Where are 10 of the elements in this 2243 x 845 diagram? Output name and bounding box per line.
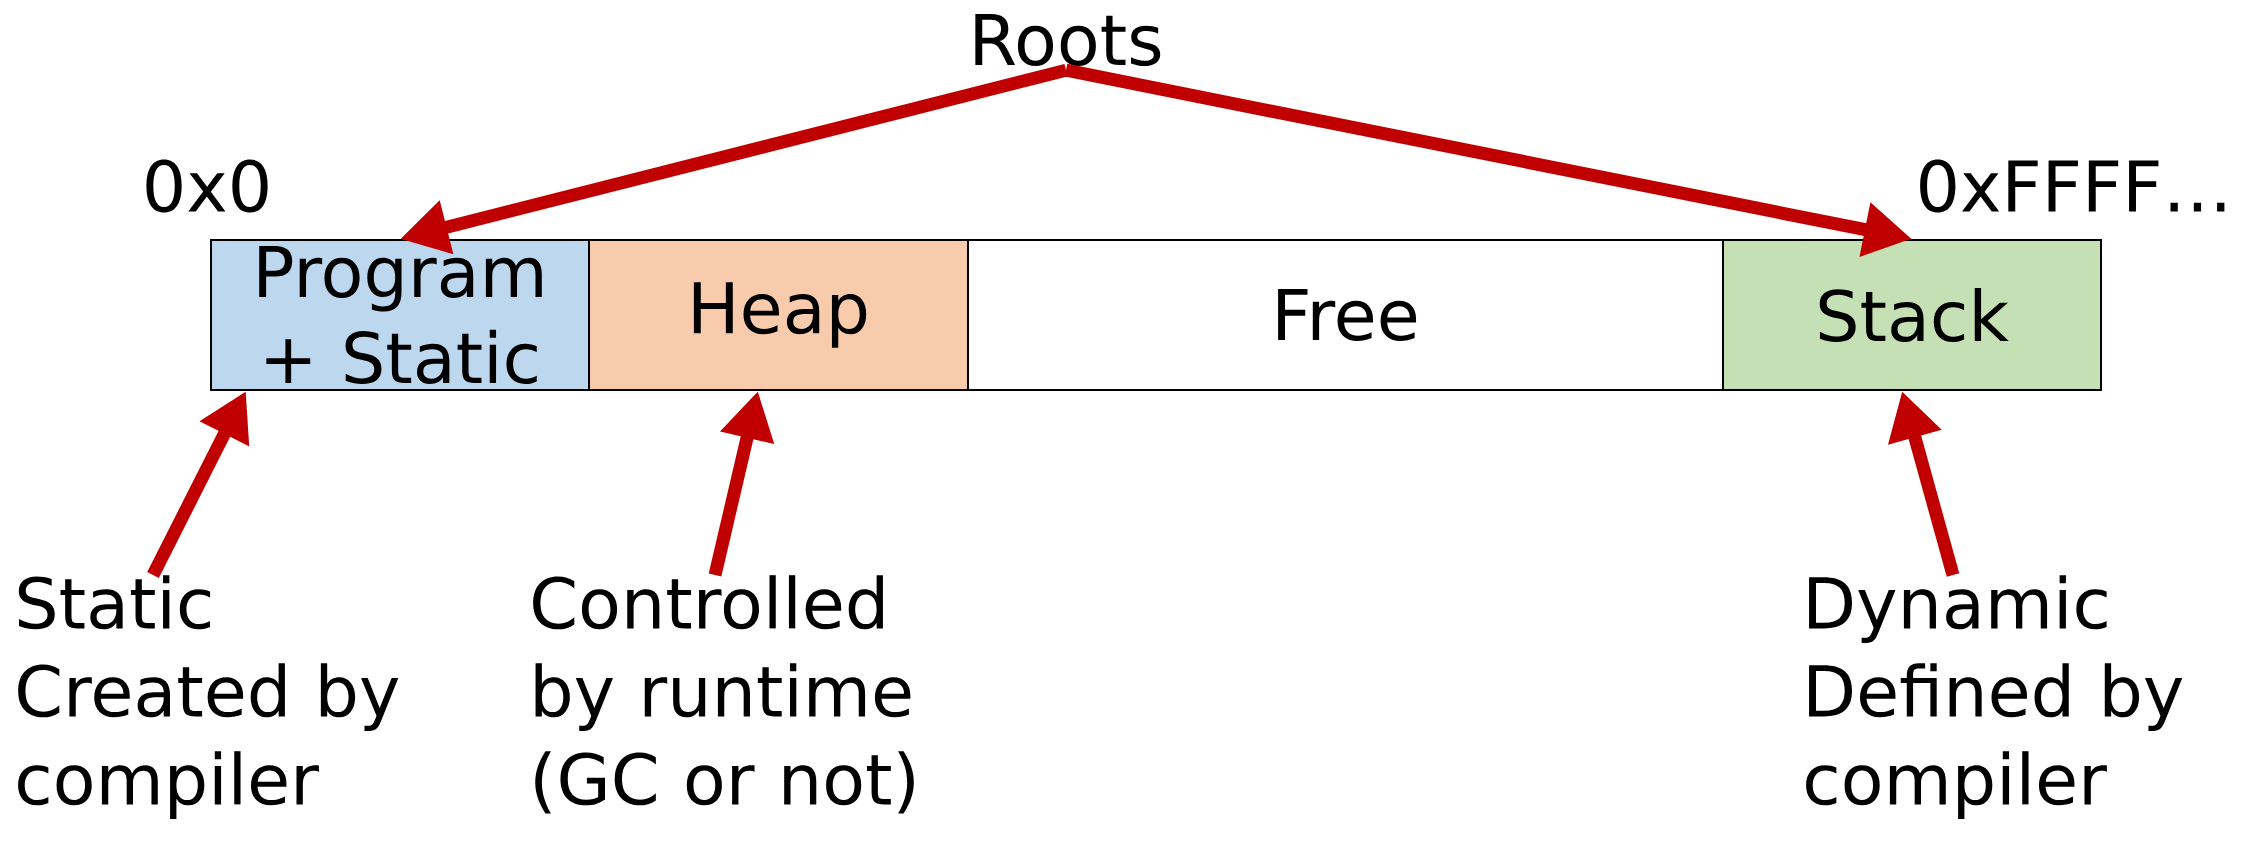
root-label: Roots xyxy=(975,14,1161,66)
memory-segment: Stack xyxy=(1722,239,2102,391)
memory-segment: Program + Static xyxy=(210,239,590,391)
address-label: 0xFFFF… xyxy=(1920,159,2225,213)
memory-segment: Heap xyxy=(588,239,969,391)
address-label: 0x0 xyxy=(146,159,268,213)
annotation-text: Static Created by compiler xyxy=(18,575,399,819)
annotation-text: Controlled by runtime (GC or not) xyxy=(533,575,914,814)
annotation-text: Dynamic Defined by compiler xyxy=(1806,575,2183,819)
memory-segment: Free xyxy=(967,239,1724,391)
